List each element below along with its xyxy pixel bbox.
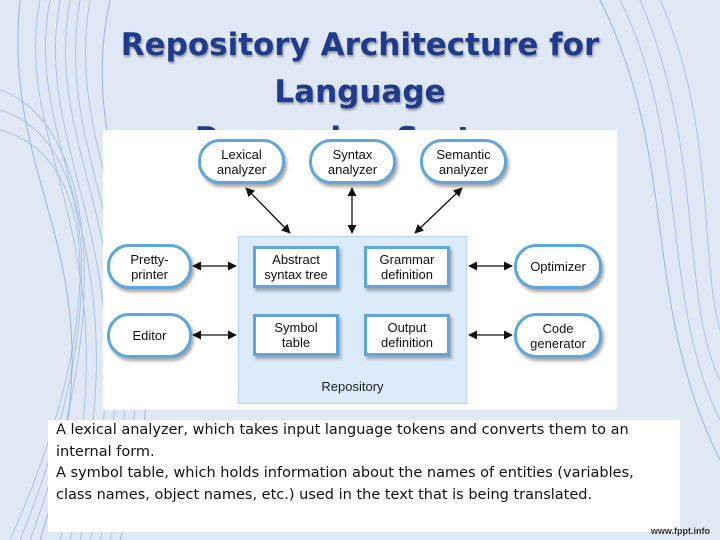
title-line-1: Repository Architecture for Language [120, 27, 600, 110]
optimizer-node: Optimizer [514, 244, 602, 289]
output-definition-box: Output definition [364, 314, 450, 356]
repository-label: Repository [321, 379, 384, 394]
code-generator-node: Code generator [514, 313, 602, 358]
description-text: A lexical analyzer, which takes input la… [48, 420, 680, 532]
lexical-analyzer-node: Lexical analyzer [198, 139, 285, 184]
symbol-table-box: Symbol table [253, 314, 339, 356]
pretty-printer-node: Pretty- printer [107, 244, 192, 289]
footer-watermark: www.fppt.info [650, 526, 710, 536]
description-line-1: A lexical analyzer, which takes input la… [56, 422, 629, 460]
description-line-2: A symbol table, which holds information … [56, 465, 634, 503]
editor-node: Editor [107, 313, 192, 358]
abstract-syntax-tree-box: Abstract syntax tree [253, 246, 339, 288]
syntax-analyzer-node: Syntax analyzer [309, 139, 396, 184]
semantic-analyzer-node: Semantic analyzer [420, 139, 507, 184]
grammar-definition-box: Grammar definition [364, 246, 450, 288]
